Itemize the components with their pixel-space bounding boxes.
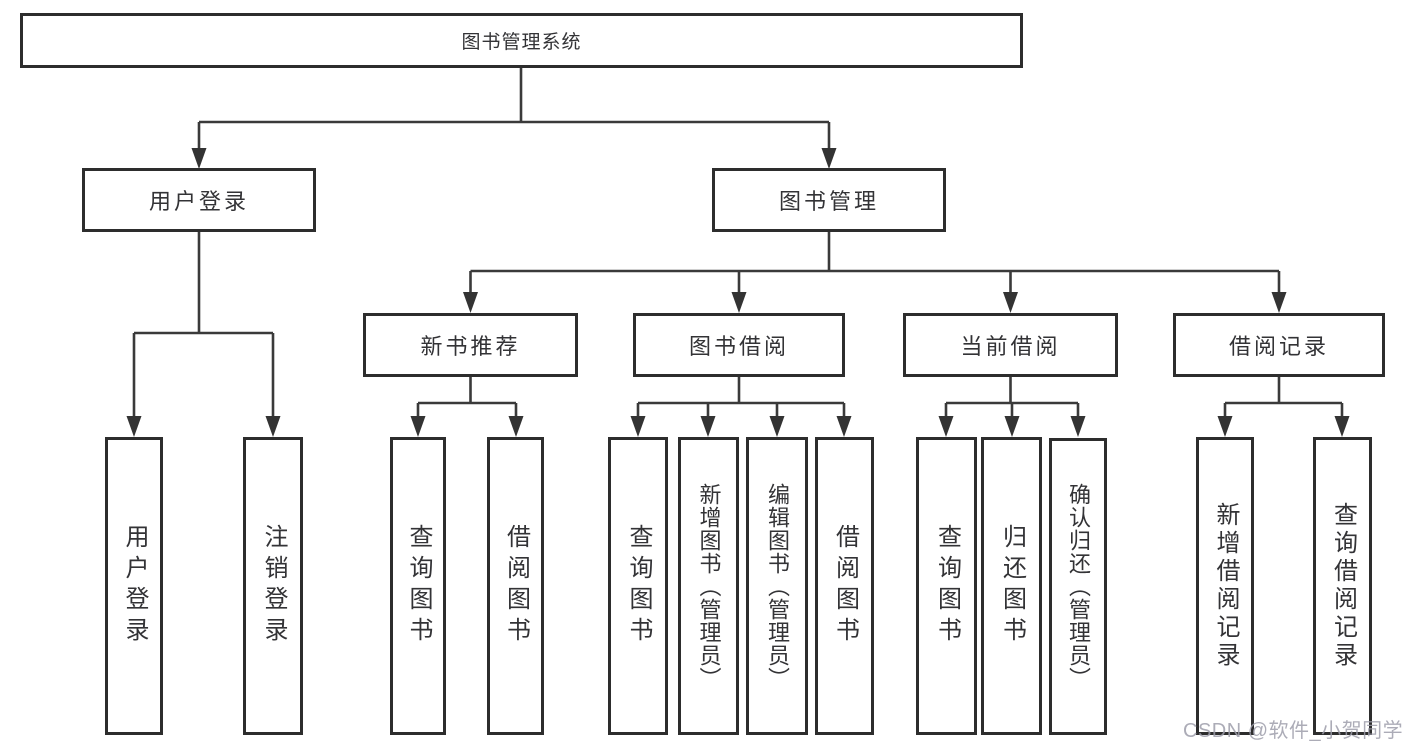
node-book-management: 图书管理 xyxy=(712,168,946,232)
leaf-add-borrow-record: 新增借阅记录 xyxy=(1196,437,1254,735)
leaf-query-books-3: 查询图书 xyxy=(916,437,977,735)
leaf-return-books-label: 归还图书 xyxy=(998,524,1026,648)
csdn-watermark: CSDN @软件_小贺同学 xyxy=(1183,720,1404,742)
node-borrow-records: 借阅记录 xyxy=(1173,313,1385,377)
leaf-query-books-1: 查询图书 xyxy=(390,437,446,735)
leaf-add-books-admin-label: 新增图书（管理员） xyxy=(696,482,722,690)
leaf-query-books-1-label: 查询图书 xyxy=(405,524,432,648)
leaf-borrow-books-2: 借阅图书 xyxy=(815,437,874,735)
node-book-management-label: 图书管理 xyxy=(778,189,879,214)
node-current-borrowing: 当前借阅 xyxy=(903,313,1118,377)
leaf-query-books-2-label: 查询图书 xyxy=(625,524,652,648)
leaf-logout-label: 注销登录 xyxy=(260,524,287,648)
leaf-confirm-return-admin-label: 确认归还（管理员） xyxy=(1066,483,1091,690)
leaf-query-books-2: 查询图书 xyxy=(608,437,668,735)
node-root: 图书管理系统 xyxy=(20,13,1023,68)
leaf-edit-books-admin: 编辑图书（管理员） xyxy=(746,437,808,735)
node-book-borrowing-label: 图书借阅 xyxy=(688,334,789,359)
node-book-borrowing: 图书借阅 xyxy=(633,313,845,377)
leaf-query-borrow-record: 查询借阅记录 xyxy=(1313,437,1372,735)
leaf-user-login: 用户登录 xyxy=(105,437,163,735)
arrowhead-icons xyxy=(126,148,1350,437)
node-user-login-group: 用户登录 xyxy=(82,168,316,232)
node-user-login-group-label: 用户登录 xyxy=(148,189,249,214)
leaf-edit-books-admin-label: 编辑图书（管理员） xyxy=(765,482,790,690)
leaf-borrow-books-1-label: 借阅图书 xyxy=(502,524,530,648)
node-root-label: 图书管理系统 xyxy=(461,32,582,53)
leaf-confirm-return-admin: 确认归还（管理员） xyxy=(1049,438,1107,735)
node-borrow-records-label: 借阅记录 xyxy=(1228,334,1329,359)
leaf-user-login-label: 用户登录 xyxy=(121,524,148,648)
leaf-logout: 注销登录 xyxy=(243,437,303,735)
leaf-add-books-admin: 新增图书（管理员） xyxy=(678,437,739,735)
leaf-query-borrow-record-label: 查询借阅记录 xyxy=(1329,502,1357,670)
leaf-borrow-books-1: 借阅图书 xyxy=(487,437,544,735)
leaf-query-books-3-label: 查询图书 xyxy=(933,524,961,648)
leaf-add-borrow-record-label: 新增借阅记录 xyxy=(1212,502,1239,670)
node-new-book-recommend: 新书推荐 xyxy=(363,313,578,377)
leaf-return-books: 归还图书 xyxy=(981,437,1042,735)
leaf-borrow-books-2-label: 借阅图书 xyxy=(831,524,859,648)
node-new-book-recommend-label: 新书推荐 xyxy=(420,334,521,359)
node-current-borrowing-label: 当前借阅 xyxy=(960,334,1061,359)
